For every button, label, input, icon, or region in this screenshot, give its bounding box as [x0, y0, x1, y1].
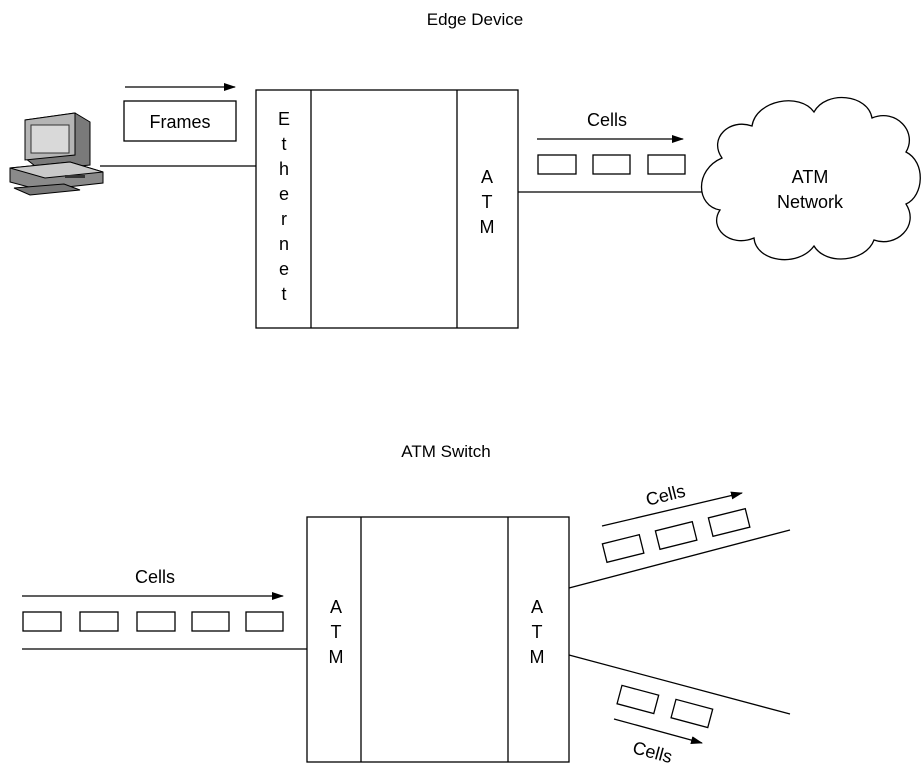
atm-cell [616, 684, 660, 715]
frames-label: Frames [149, 112, 210, 132]
atm-letter: A [330, 597, 342, 617]
edge-device-box [255, 89, 519, 329]
ethernet-letter: e [279, 259, 289, 279]
atm-letter: A [481, 167, 493, 187]
atm-cell [537, 154, 577, 175]
atm-letter: T [331, 622, 342, 642]
upper-outgoing-link-line [568, 529, 791, 589]
ethernet-letter: E [278, 109, 290, 129]
frames-box [123, 100, 237, 142]
lower-cells-arrow [613, 718, 703, 744]
atm-letter: M [530, 647, 545, 667]
atm-cell [191, 611, 230, 632]
atm-letter: A [531, 597, 543, 617]
edge-atm-port-label: A T M [480, 167, 495, 237]
atm-cell [79, 611, 119, 632]
atm-letter: M [329, 647, 344, 667]
ethernet-letter: n [279, 234, 289, 254]
switch-left-atm-label: A T M [329, 597, 344, 667]
atm-letter: M [480, 217, 495, 237]
switch-right-atm-label: A T M [530, 597, 545, 667]
cloud-label-line1: ATM [792, 167, 829, 187]
ethernet-letter: r [281, 209, 287, 229]
ethernet-letter: t [281, 134, 286, 154]
atm-switch-box [306, 516, 570, 763]
atm-letter: T [482, 192, 493, 212]
atm-cell [654, 520, 698, 551]
lower-cells-label: Cells [631, 737, 675, 767]
pc-icon [9, 112, 104, 196]
incoming-cells-label: Cells [135, 567, 175, 587]
ethernet-letter: e [279, 184, 289, 204]
edge-device-title: Edge Device [427, 10, 523, 29]
ethernet-port-label: E t h e r n e t [278, 109, 290, 304]
atm-letter: T [532, 622, 543, 642]
atm-cell [707, 507, 751, 538]
atm-cell [245, 611, 284, 632]
atm-cell [136, 611, 176, 632]
upper-cells-arrow [601, 491, 743, 527]
ethernet-letter: h [279, 159, 289, 179]
edge-cells-label: Cells [587, 110, 627, 130]
lower-outgoing-link-line [568, 654, 791, 715]
cloud-label-line2: Network [777, 192, 844, 212]
atm-switch-title: ATM Switch [401, 442, 490, 461]
atm-cell [592, 154, 631, 175]
atm-cell [670, 698, 714, 729]
upper-cells-label: Cells [644, 481, 688, 510]
cloud-icon [700, 97, 921, 261]
atm-cell [647, 154, 686, 175]
atm-cell [22, 611, 62, 632]
atm-cell [601, 533, 645, 564]
ethernet-letter: t [281, 284, 286, 304]
